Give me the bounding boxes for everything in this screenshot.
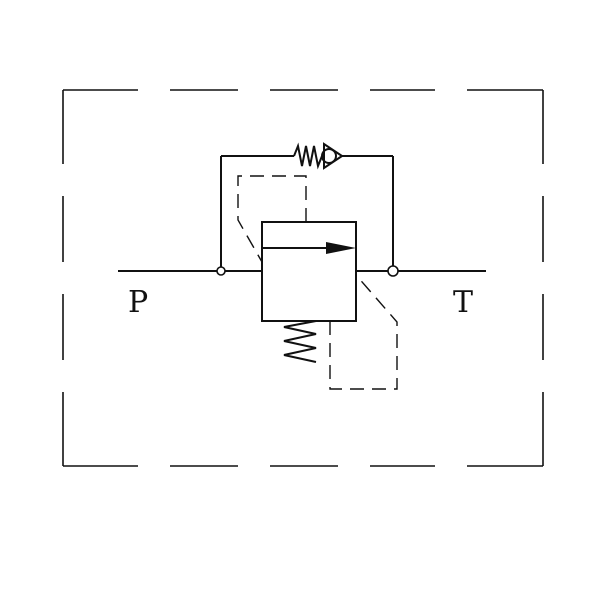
junction-dot-left bbox=[216, 266, 226, 276]
pilot-lines bbox=[237, 175, 398, 390]
check-valve-seat bbox=[323, 142, 343, 170]
junction-dot-right bbox=[387, 265, 399, 277]
valve-body-box bbox=[261, 221, 357, 322]
junction-dots bbox=[216, 265, 399, 277]
bypass-line bbox=[220, 155, 394, 271]
check-valve-with-spring bbox=[293, 142, 343, 170]
port-label-p: P bbox=[128, 285, 148, 320]
port-label-t: T bbox=[453, 285, 473, 320]
spring bbox=[283, 320, 317, 363]
pilot-line-upper bbox=[237, 175, 307, 263]
flow-arrow bbox=[262, 242, 356, 254]
pilot-line-lower bbox=[329, 274, 398, 390]
check-valve-spring bbox=[293, 142, 323, 170]
enclosure-dashed-border bbox=[62, 89, 544, 467]
check-valve-ball bbox=[321, 148, 337, 164]
